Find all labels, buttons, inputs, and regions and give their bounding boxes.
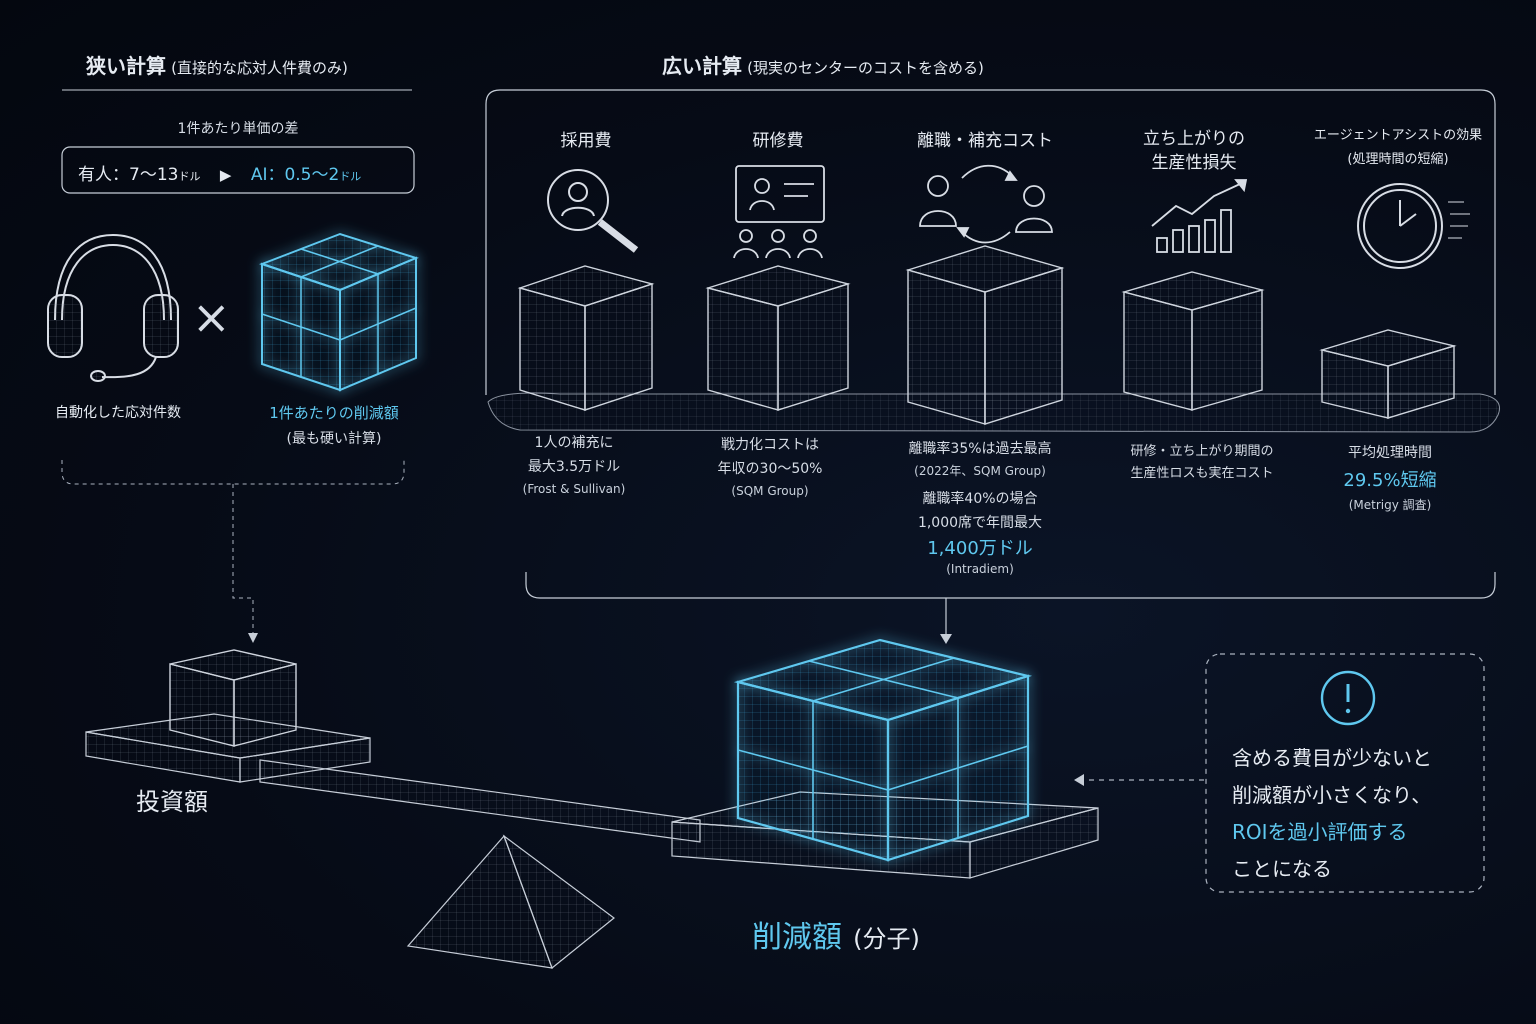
item-label-assist-1: エージェントアシストの効果 <box>1313 128 1483 143</box>
source-assist: (Metrigy 調査) <box>1348 498 1432 512</box>
note-assist-1: 平均処理時間 <box>1348 445 1432 461</box>
highlight-assist: 29.5%短縮 <box>1343 470 1437 491</box>
item-label-rampup-1: 立ち上がりの <box>1143 129 1245 149</box>
cost-cubes <box>517 245 1457 425</box>
savings-label: 削減額 (分子) <box>752 920 920 955</box>
note-recruiting-2: 最大3.5万ドル <box>527 459 621 475</box>
left-bracket <box>61 460 405 485</box>
investment-label: 投資額 <box>136 788 208 816</box>
note-training-2: 年収の30〜50% <box>717 461 823 477</box>
note-attrition-1: 離職率35%は過去最高 <box>908 441 1052 457</box>
exclamation-icon <box>1320 670 1376 726</box>
left-connector <box>232 484 254 635</box>
left-arrow-head <box>248 633 258 643</box>
note-attrition-2: (2022年、SQM Group) <box>914 464 1046 478</box>
headset-icon <box>47 233 179 382</box>
warning-box <box>1205 653 1485 893</box>
note-rampup-1: 研修・立ち上がり期間の <box>1130 444 1274 459</box>
factor-unit-saving: 1件あたりの削減額 <box>269 404 399 422</box>
investment-cube <box>169 649 297 747</box>
clock-icon <box>1357 183 1470 269</box>
note-rampup-2: 生産性ロスも実在コスト <box>1130 466 1274 481</box>
right-arrow-head <box>940 634 952 644</box>
warning-text: 含める費目が少ないと 削減額が小さくなり、 ROIを過小評価する ことになる <box>1232 746 1432 881</box>
item-label-rampup-2: 生産性損失 <box>1151 153 1237 173</box>
narrow-calc-title: 狭い計算 (直接的な応対人件費のみ) <box>86 54 348 78</box>
broad-panel-frame <box>485 89 1496 395</box>
note-attrition-4: 1,000席で年間最大 <box>917 515 1043 531</box>
staff-replacement-icon <box>919 164 1053 244</box>
search-person-icon <box>547 169 639 253</box>
multiply-sign: × <box>192 290 231 344</box>
source-attrition: (Intradiem) <box>946 562 1014 576</box>
source-recruiting: (Frost & Sullivan) <box>522 482 626 496</box>
item-label-assist-2: (処理時間の短縮) <box>1347 152 1449 167</box>
source-training: (SQM Group) <box>731 484 809 498</box>
training-presentation-icon <box>733 165 825 259</box>
savings-cube <box>733 638 1033 862</box>
unit-diff-values: 有人：7〜13ドル ▶ AI：0.5〜2ドル <box>78 165 362 185</box>
item-label-attrition: 離職・補充コスト <box>917 131 1053 151</box>
unit-diff-box <box>61 146 415 194</box>
warning-arrow-head <box>1074 774 1084 786</box>
note-recruiting-1: 1人の補充に <box>534 435 614 451</box>
growth-chart-icon <box>1151 179 1248 253</box>
broad-calc-title: 広い計算 (現実のセンターのコストを含める) <box>662 54 984 78</box>
factor-unit-saving-note: (最も硬い計算) <box>286 431 382 447</box>
item-label-recruiting: 採用費 <box>560 131 612 151</box>
note-attrition-3: 離職率40%の場合 <box>922 491 1038 507</box>
right-bracket <box>525 572 1496 599</box>
factor-automated-count: 自動化した応対件数 <box>55 405 181 421</box>
unit-saving-cube <box>259 232 419 392</box>
item-label-training: 研修費 <box>752 131 804 151</box>
unit-diff-label: 1件あたり単価の差 <box>177 121 299 137</box>
highlight-attrition: 1,400万ドル <box>927 538 1033 559</box>
note-training-1: 戦力化コストは <box>721 437 819 453</box>
